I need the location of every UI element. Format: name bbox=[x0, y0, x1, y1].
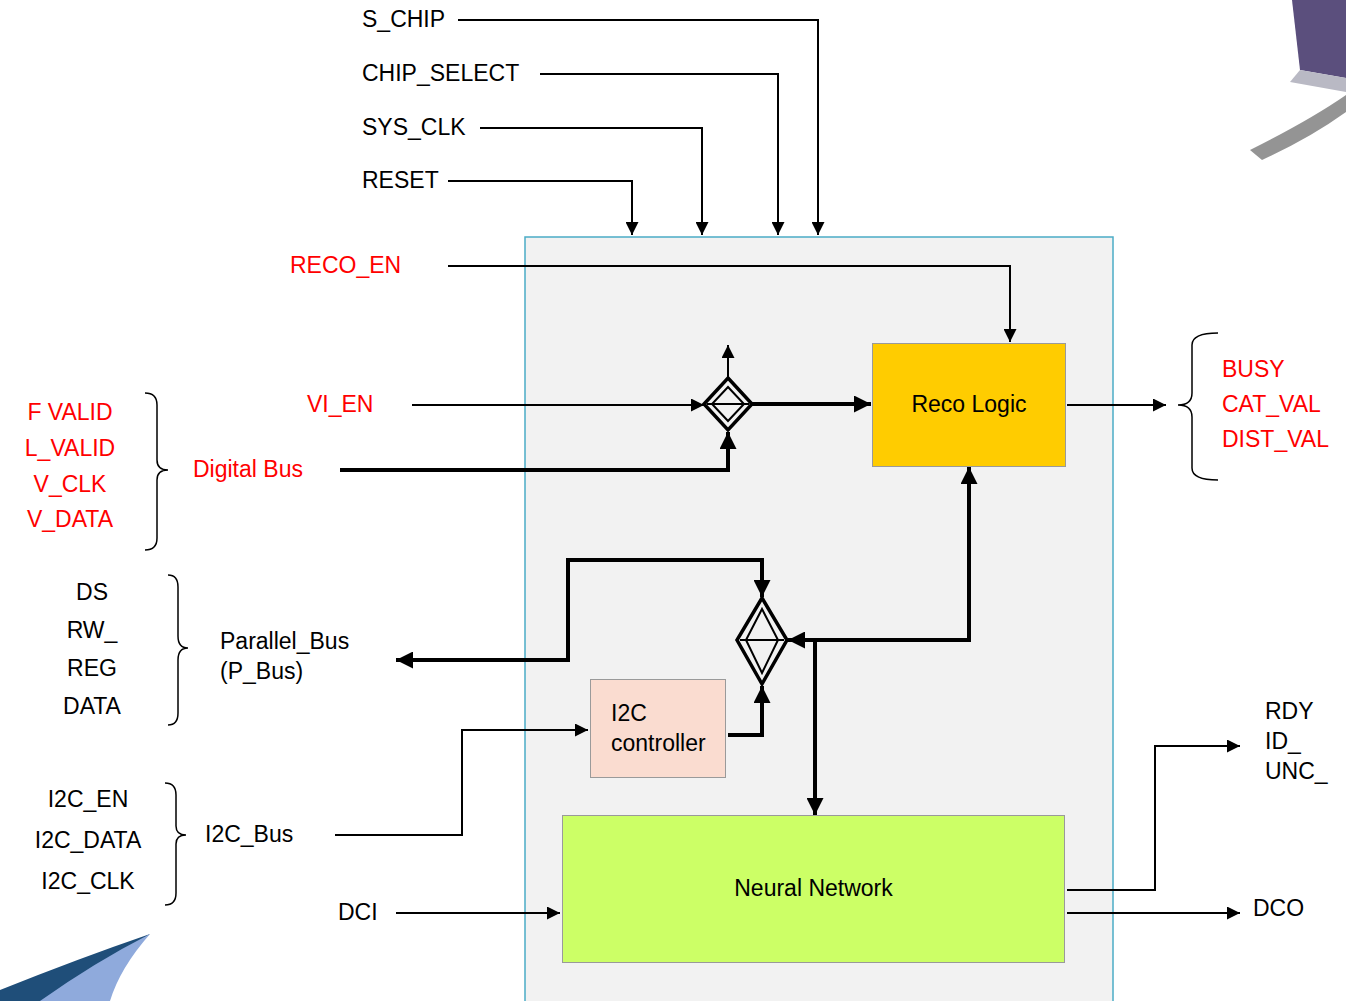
bus-wire bbox=[340, 432, 728, 470]
signal-label: L_VALID bbox=[25, 434, 115, 464]
mux-symbol bbox=[704, 378, 752, 430]
signal-label: DCI bbox=[338, 898, 378, 928]
signal-wire bbox=[412, 404, 704, 406]
signal-wire bbox=[1067, 404, 1166, 406]
chip-outline bbox=[525, 237, 1113, 1001]
node-label: I2C controller bbox=[611, 699, 719, 759]
signal-label: Parallel_Bus (P_Bus) bbox=[220, 627, 380, 687]
controller-box: I2C controller bbox=[590, 679, 726, 778]
bus-wire bbox=[752, 402, 871, 406]
signal-label: DIST_VAL bbox=[1222, 425, 1329, 455]
signal-label: DATA bbox=[63, 692, 121, 722]
corner-swoosh bbox=[40, 934, 150, 1001]
signal-wire bbox=[396, 912, 560, 914]
signal-label: F VALID bbox=[27, 398, 112, 428]
process-box: Reco Logic bbox=[872, 343, 1066, 467]
node-label: Reco Logic bbox=[883, 390, 1055, 420]
signal-wire bbox=[540, 74, 778, 235]
signal-label: SYS_CLK bbox=[362, 113, 466, 143]
chip-photo bbox=[1250, 95, 1346, 160]
signal-wire bbox=[727, 345, 729, 378]
signal-label: ID_ bbox=[1265, 727, 1301, 757]
signal-label: CAT_VAL bbox=[1222, 390, 1321, 420]
network-box: Neural Network bbox=[562, 815, 1065, 963]
signal-label: I2C_EN bbox=[48, 785, 129, 815]
signal-label: V_DATA bbox=[27, 505, 113, 535]
group-brace bbox=[168, 575, 188, 725]
group-brace bbox=[1178, 333, 1218, 480]
signal-label: UNC_ bbox=[1265, 757, 1328, 787]
signal-label: RW_ bbox=[67, 616, 118, 646]
signal-label: DS bbox=[76, 578, 108, 608]
mux-symbol bbox=[704, 378, 787, 684]
chip-photo bbox=[1290, 70, 1346, 92]
signal-wire bbox=[1067, 912, 1240, 914]
signal-label: BUSY bbox=[1222, 355, 1285, 385]
group-brace bbox=[145, 393, 168, 550]
signal-label: I2C_DATA bbox=[35, 826, 142, 856]
signal-label: RDY bbox=[1265, 697, 1314, 727]
signal-label: VI_EN bbox=[307, 390, 373, 420]
group-brace bbox=[165, 783, 186, 905]
signal-label: RECO_EN bbox=[290, 251, 401, 281]
mux-symbol bbox=[740, 639, 784, 641]
mux-symbol bbox=[707, 403, 749, 405]
corner-swoosh bbox=[0, 934, 150, 1001]
signal-wire bbox=[458, 20, 818, 235]
signal-label: DCO bbox=[1253, 894, 1304, 924]
bus-wire bbox=[396, 560, 762, 660]
signal-label: I2C_CLK bbox=[41, 867, 134, 897]
signal-label: REG bbox=[67, 654, 117, 684]
signal-label: RESET bbox=[362, 166, 439, 196]
signal-label: I2C_Bus bbox=[205, 820, 293, 850]
signal-label: CHIP_SELECT bbox=[362, 59, 519, 89]
signal-wire bbox=[335, 730, 588, 835]
signal-wire bbox=[1067, 746, 1240, 890]
mux-symbol bbox=[737, 598, 787, 684]
bus-connector bbox=[815, 467, 969, 815]
chip-photo bbox=[1292, 0, 1346, 78]
signal-label: S_CHIP bbox=[362, 5, 445, 35]
bus-wire bbox=[728, 686, 762, 735]
signal-wire bbox=[448, 266, 1010, 342]
signal-label: V_CLK bbox=[34, 470, 107, 500]
signal-label: Digital Bus bbox=[193, 455, 303, 485]
node-label: Neural Network bbox=[573, 874, 1054, 904]
signal-wire bbox=[448, 181, 632, 235]
bus-wire bbox=[788, 638, 815, 642]
